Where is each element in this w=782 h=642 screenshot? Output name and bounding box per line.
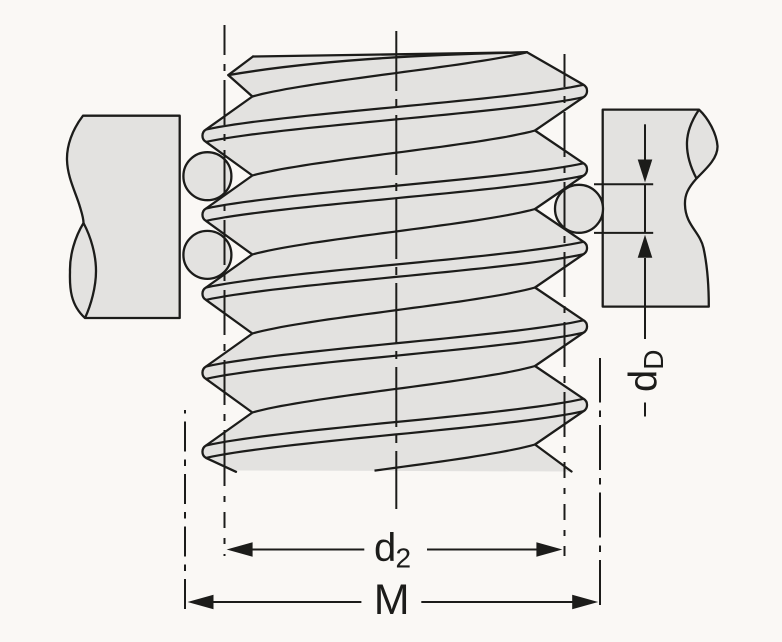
svg-text:d: d (374, 526, 396, 570)
svg-text:2: 2 (396, 543, 412, 574)
svg-text:M: M (374, 576, 410, 624)
svg-text:dD: dD (622, 350, 670, 392)
